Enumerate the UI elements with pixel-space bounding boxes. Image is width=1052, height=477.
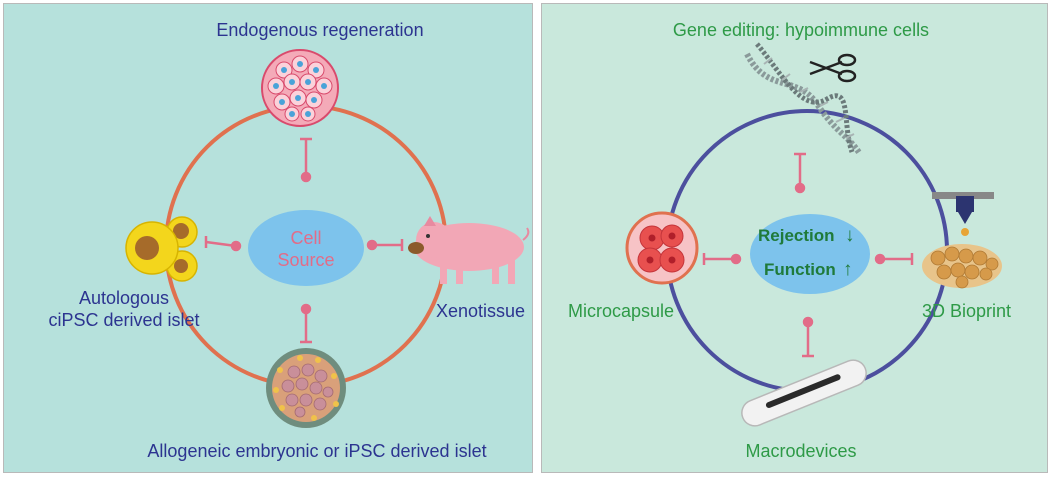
top-label: Gene editing: hypoimmune cells: [673, 20, 929, 40]
bottom-label: Allogeneic embryonic or iPSC derived isl…: [147, 441, 486, 461]
right-diagram: Rejection ↓ Function ↑: [568, 20, 1011, 461]
function-label: Function: [764, 260, 836, 279]
connector-top-dot: [300, 171, 312, 183]
dna-helix-icon: [744, 42, 863, 156]
connector-left-dot: [730, 253, 742, 265]
left-panel: Cell Source: [3, 3, 533, 473]
allogeneic-islet-icon: [266, 348, 346, 428]
right-panel: Rejection ↓ Function ↑: [541, 3, 1048, 473]
bioprint-label: 3D Bioprint: [922, 301, 1011, 321]
macrodevice-icon: [741, 359, 867, 427]
bioprinter-icon: [932, 192, 994, 236]
cell-cluster-icon: [261, 49, 339, 127]
microcapsule-label: Microcapsule: [568, 301, 674, 321]
autologous-label-line2: ciPSC derived islet: [48, 310, 199, 330]
cell-source-ellipse: [248, 210, 364, 286]
rejection-down-arrow: ↓: [845, 225, 855, 246]
pig-icon: [408, 216, 530, 284]
connector-right-dot: [366, 239, 378, 251]
left-diagram: Cell Source: [48, 20, 530, 461]
connector-left-dot: [230, 240, 242, 252]
top-label: Endogenous regeneration: [216, 20, 423, 40]
right-connectors: [702, 152, 914, 358]
outcome-ellipse: [750, 214, 870, 294]
scissors-icon: [809, 53, 857, 83]
rejection-label: Rejection: [758, 226, 835, 245]
bioprint-tissue-icon: [922, 244, 1002, 289]
connector-top-dot: [794, 182, 806, 194]
bottom-label: Macrodevices: [745, 441, 856, 461]
connector-right-dot: [874, 253, 886, 265]
center-label-line1: Cell: [290, 228, 321, 248]
connector-bottom-dot: [802, 316, 814, 328]
xenotissue-label: Xenotissue: [436, 301, 525, 321]
function-up-arrow: ↑: [843, 259, 853, 280]
left-connectors: [204, 137, 404, 344]
autologous-label-line1: Autologous: [79, 288, 169, 308]
microcapsule-icon: [625, 211, 699, 285]
center-label-line2: Source: [277, 250, 334, 270]
islet-cluster-icon: [125, 216, 198, 282]
connector-bottom-dot: [300, 303, 312, 315]
